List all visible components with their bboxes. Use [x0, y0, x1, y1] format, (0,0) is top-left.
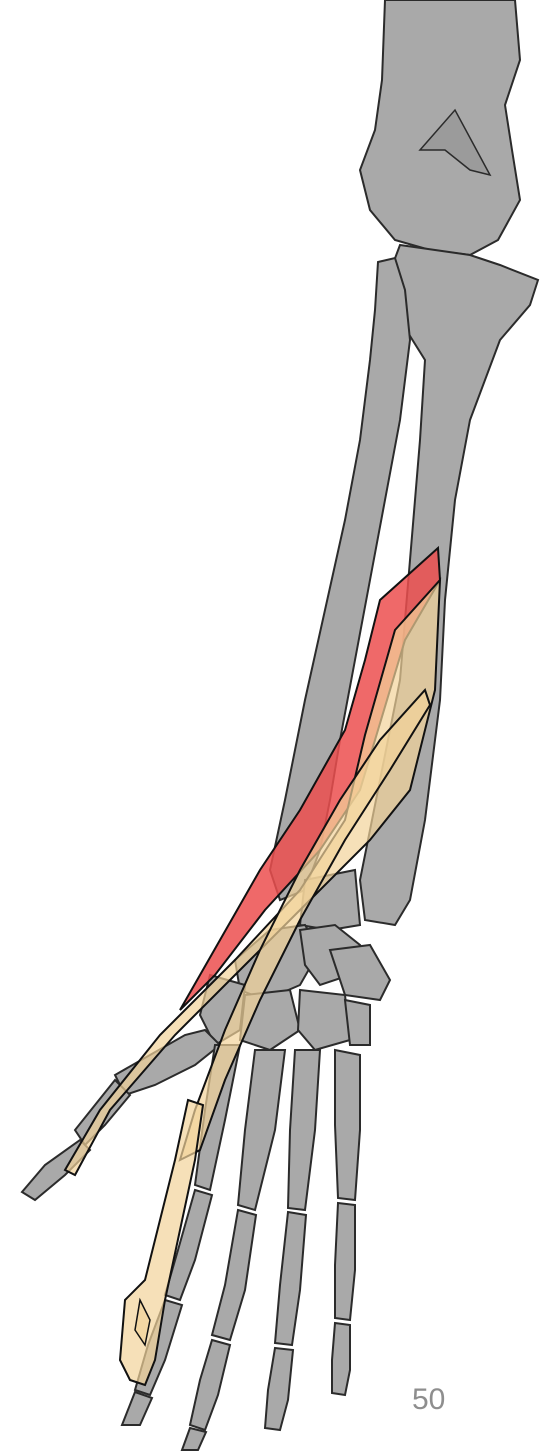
- page-number: 50: [412, 1382, 445, 1418]
- little-finger-bones: [332, 1050, 360, 1395]
- humerus-bone: [360, 0, 520, 255]
